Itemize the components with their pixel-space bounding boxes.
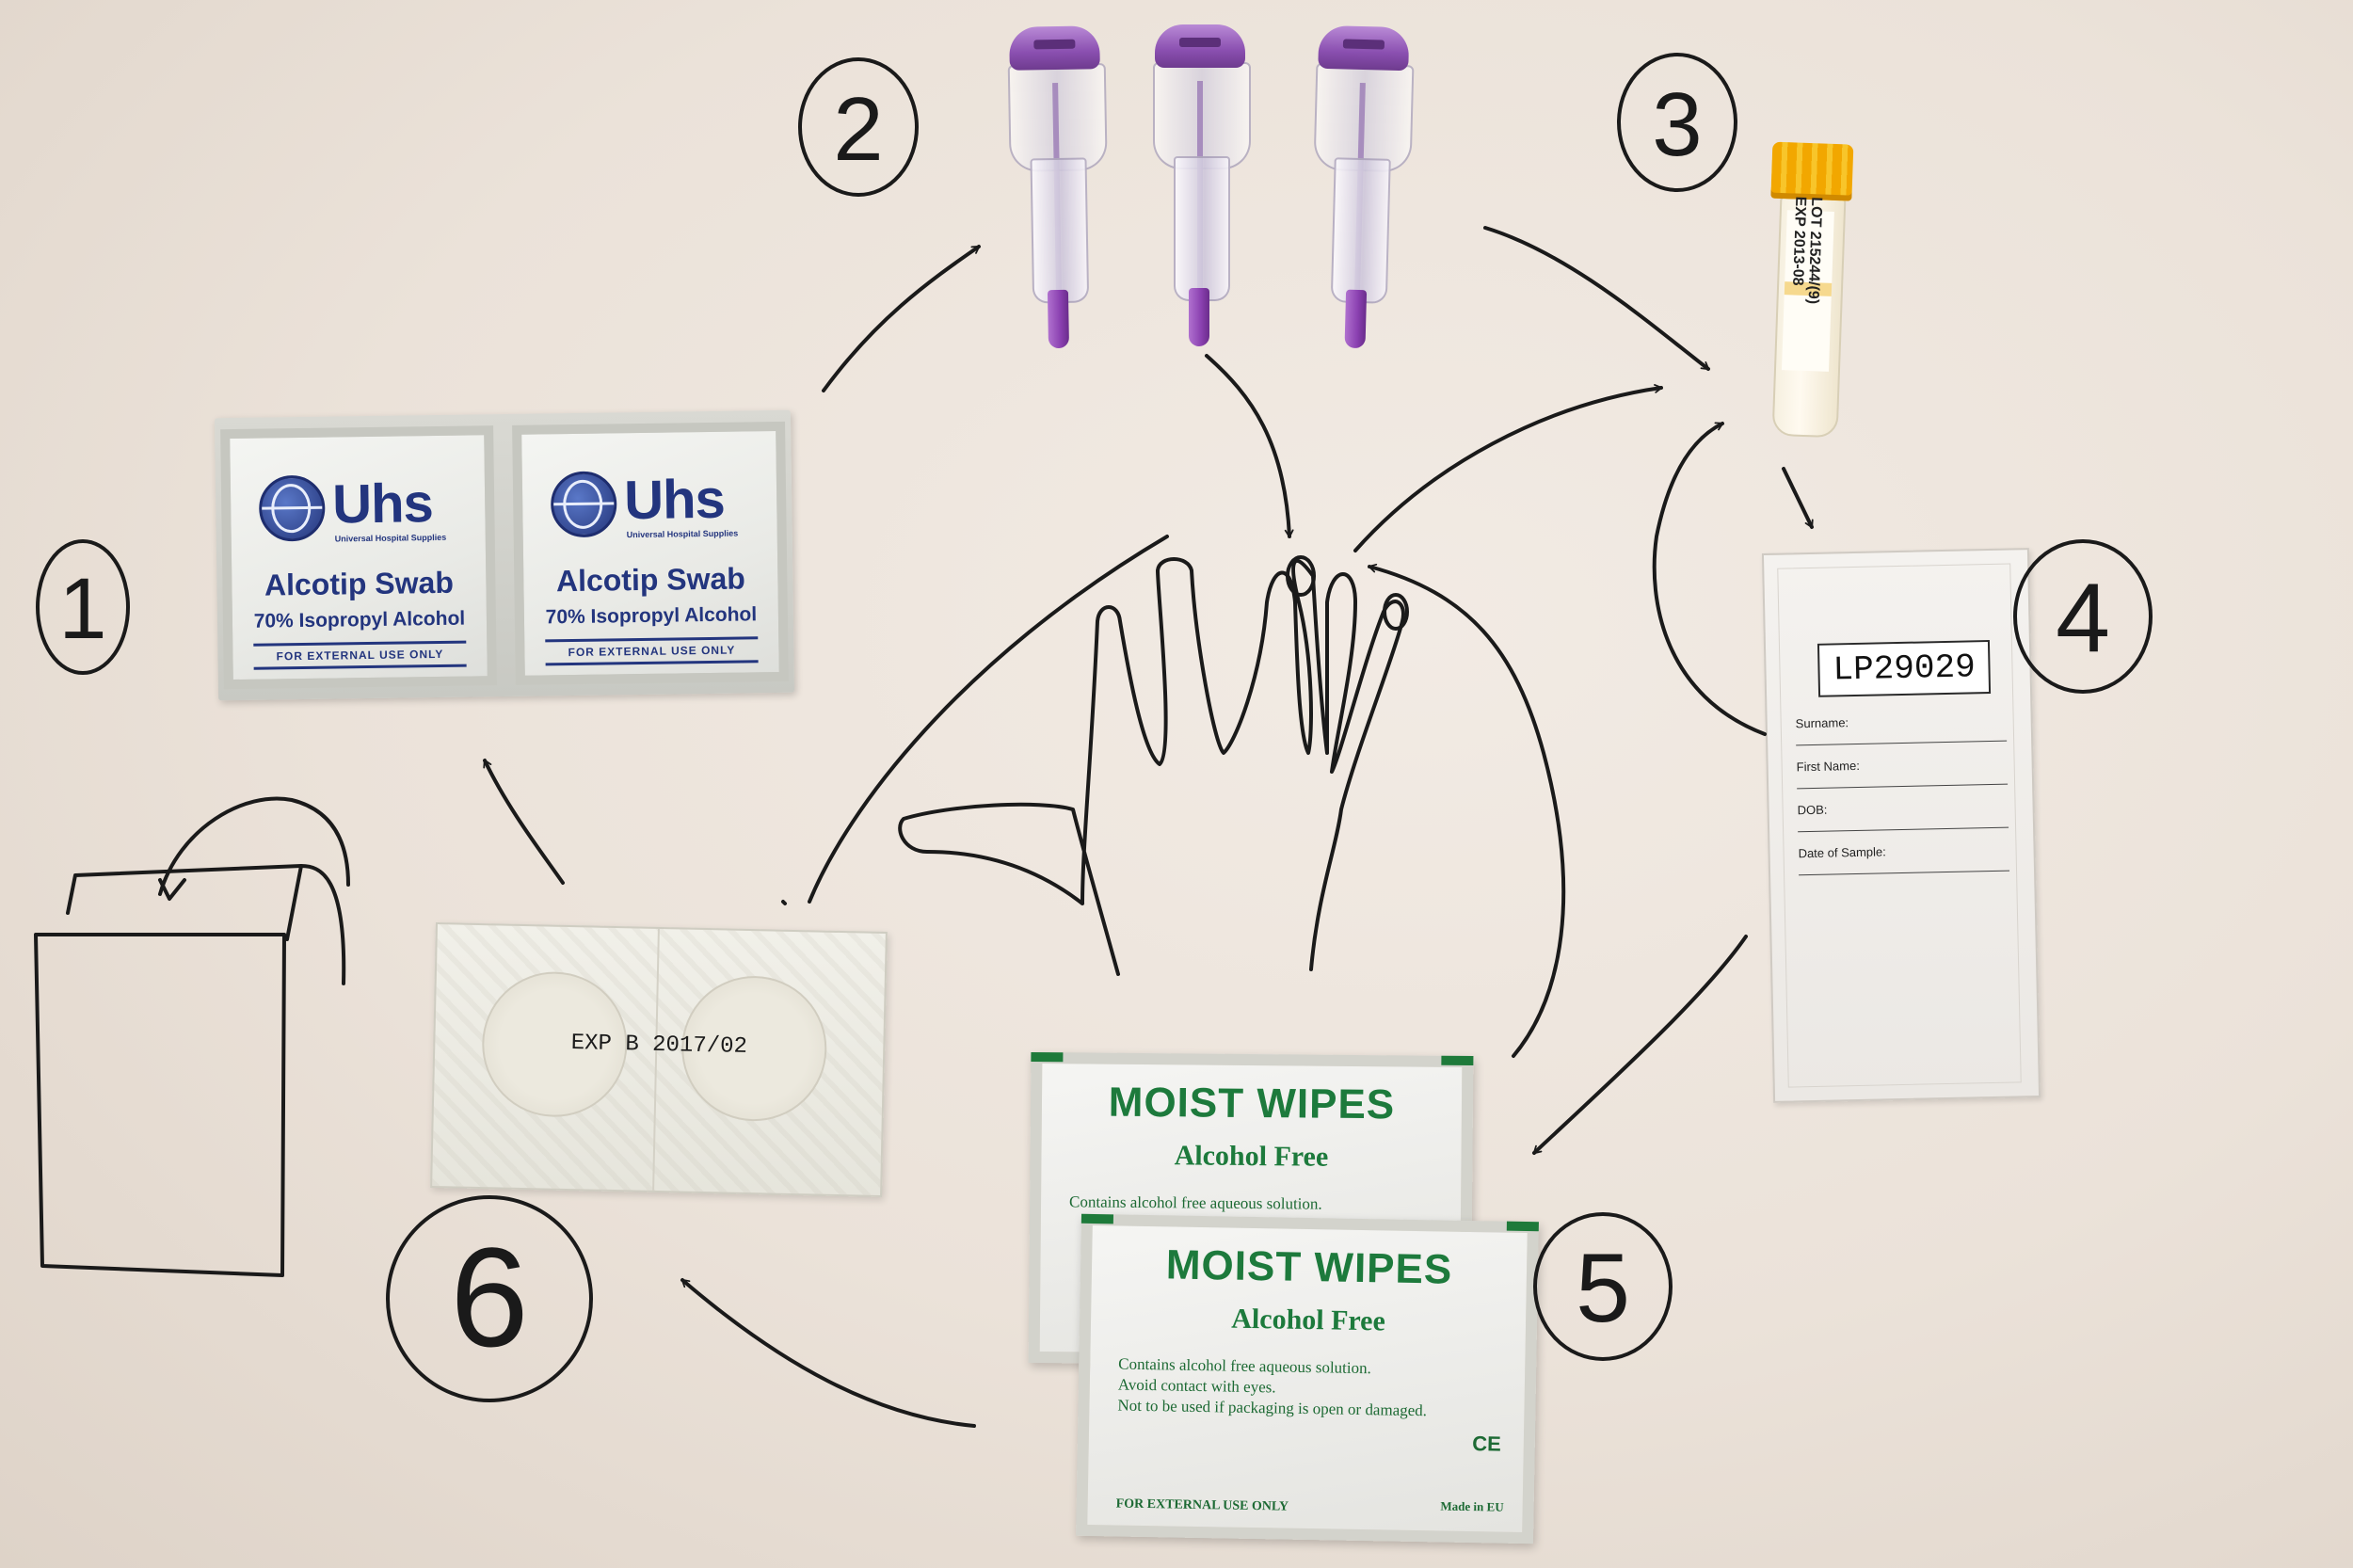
step-circle-2 xyxy=(798,57,919,197)
step-circle-5 xyxy=(1533,1212,1673,1361)
step-circle-3 xyxy=(1617,53,1737,192)
step-number-4: 4 xyxy=(2056,564,2110,673)
step-circle-1 xyxy=(36,539,130,675)
step-number-2: 2 xyxy=(833,79,883,180)
lancet xyxy=(1144,24,1257,346)
step-number-6: 6 xyxy=(450,1218,528,1376)
step-number-1: 1 xyxy=(58,561,106,657)
step-number-3: 3 xyxy=(1652,74,1702,175)
lancet-tip xyxy=(1189,288,1209,346)
hand-drawing xyxy=(898,557,1405,976)
step-circle-6 xyxy=(386,1195,593,1402)
bag-drawing xyxy=(34,933,286,1277)
step-number-5: 5 xyxy=(1576,1234,1630,1343)
step-circle-4 xyxy=(2013,539,2153,694)
lancet-cap xyxy=(1155,24,1245,68)
